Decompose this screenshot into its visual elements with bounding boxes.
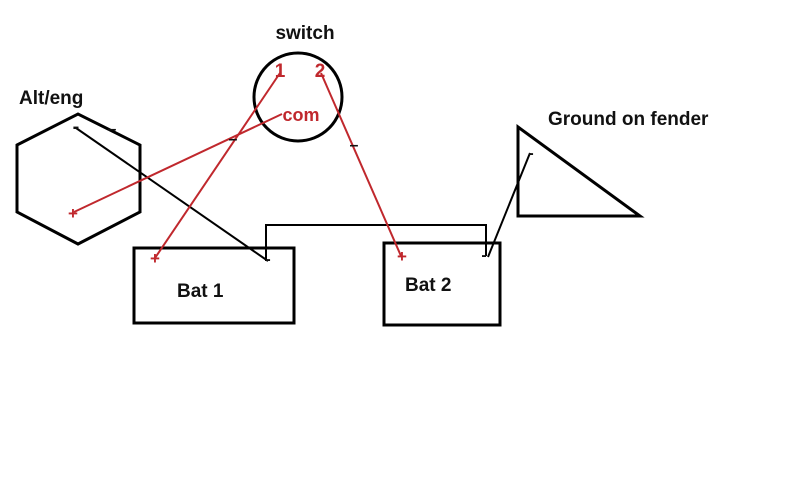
bat2-negative-to-ground-wire — [487, 152, 531, 258]
switch-2-to-bat2-positive-wire — [320, 72, 402, 257]
bat1-label: Bat 1 — [177, 281, 224, 302]
bat1-negative-symbol: - — [265, 251, 270, 268]
ground-label: Ground on fender — [548, 109, 709, 130]
alt-eng-label: Alt/eng — [19, 88, 83, 109]
com-to-alt-positive-wire — [73, 113, 283, 213]
bat1-positive-symbol: + — [150, 249, 160, 268]
bat1-bat2-negative-link-wire — [265, 224, 487, 261]
dash-mark-alt-negative: – — [108, 121, 117, 138]
bat2-positive-symbol: + — [397, 247, 407, 266]
alternator-hexagon — [15, 112, 142, 246]
bat2-label: Bat 2 — [405, 275, 451, 296]
alt-negative-symbol: - — [73, 116, 80, 138]
alt-positive-symbol: + — [68, 204, 78, 223]
dash-mark-switch-2-wire: – — [350, 137, 359, 154]
bat2-negative-symbol: - — [481, 247, 486, 264]
switch-com-label: com — [282, 105, 319, 125]
ground-triangle — [516, 124, 645, 218]
battery-1-box — [132, 246, 296, 325]
switch-label: switch — [275, 23, 334, 44]
switch-circle — [252, 51, 344, 143]
battery-2-box — [382, 241, 502, 327]
switch-terminal-2-label: 2 — [315, 61, 326, 82]
dash-mark-com-wire: – — [229, 131, 238, 148]
ground-negative-symbol: - — [528, 145, 533, 162]
switch-terminal-1-label: 1 — [275, 61, 286, 82]
alt-negative-to-bat1-negative-wire — [75, 127, 269, 262]
switch-1-to-bat1-positive-wire — [154, 72, 281, 259]
